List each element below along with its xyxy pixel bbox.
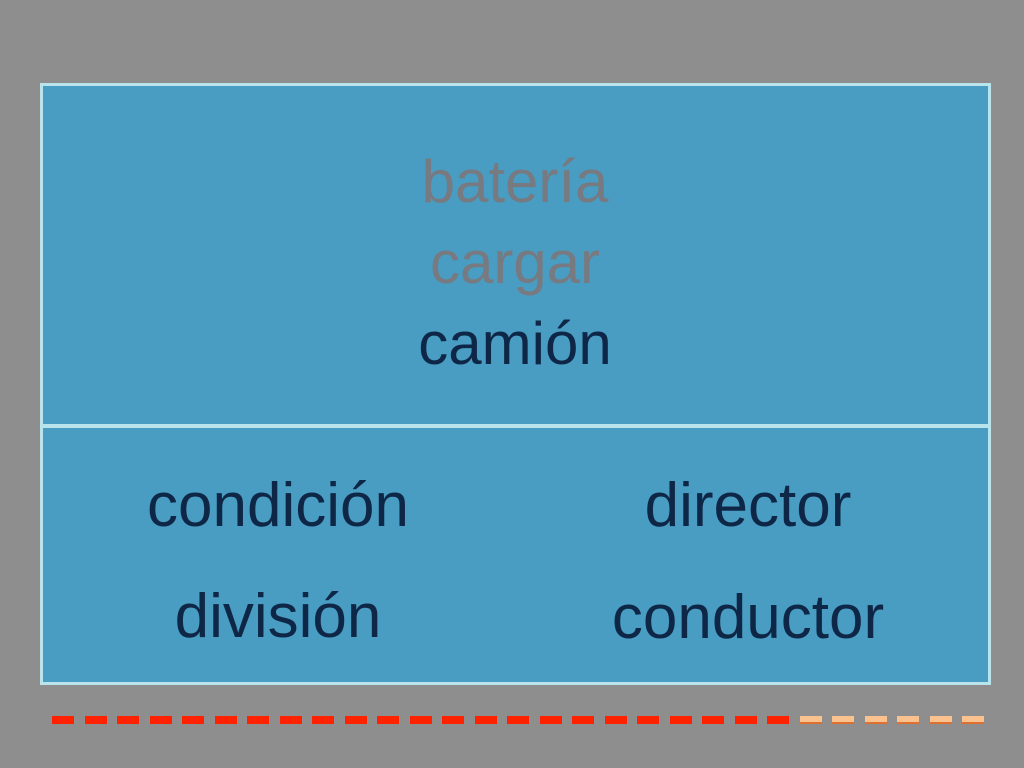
progress-segment-complete: [182, 716, 204, 724]
previous-word-2: cargar: [429, 229, 601, 296]
progress-segment-complete: [84, 716, 107, 724]
progress-segment-complete: [344, 716, 367, 724]
progress-segment-complete: [117, 716, 139, 724]
progress-segment-complete: [279, 716, 302, 724]
progress-segment-complete: [442, 716, 464, 724]
progress-segment-complete: [702, 716, 724, 724]
progress-segment-remaining: [832, 716, 854, 724]
progress-segment-complete: [409, 716, 432, 724]
previous-word-1: batería: [421, 148, 609, 215]
progress-segment-complete: [377, 716, 399, 724]
progress-segment-remaining: [799, 716, 822, 724]
progress-segment-complete: [507, 716, 529, 724]
option-condicion[interactable]: condición: [147, 471, 409, 540]
current-word: camión: [418, 310, 612, 377]
progress-segment-complete: [247, 716, 269, 724]
option-director[interactable]: director: [644, 471, 852, 540]
option-division[interactable]: división: [174, 582, 382, 651]
panel-divider: [43, 424, 988, 428]
progress-segment-remaining: [962, 716, 984, 724]
progress-segment-complete: [637, 716, 659, 724]
progress-segment-complete: [214, 716, 237, 724]
progress-segment-complete: [539, 716, 562, 724]
progress-segment-complete: [52, 716, 74, 724]
progress-segment-complete: [149, 716, 172, 724]
progress-segment-complete: [474, 716, 497, 724]
progress-segment-complete: [767, 716, 789, 724]
word-panel: batería cargar camión condición división…: [40, 83, 991, 685]
progress-segment-complete: [572, 716, 594, 724]
progress-bar: [52, 716, 984, 726]
progress-segment-remaining: [929, 716, 952, 724]
progress-segment-complete: [734, 716, 757, 724]
progress-segment-complete: [604, 716, 627, 724]
progress-segment-complete: [312, 716, 334, 724]
progress-segment-remaining: [897, 716, 919, 724]
progress-segment-remaining: [864, 716, 887, 724]
progress-segment-complete: [669, 716, 692, 724]
option-conductor[interactable]: conductor: [611, 583, 885, 652]
